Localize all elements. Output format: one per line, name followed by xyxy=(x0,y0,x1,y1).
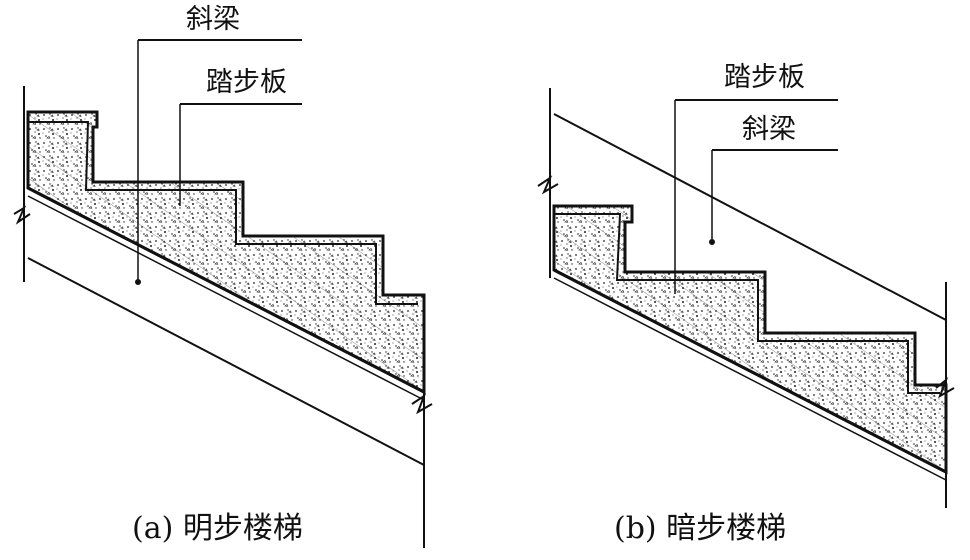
figure-a-beam-label: 斜梁 xyxy=(186,4,240,35)
figure-b-slab-underside xyxy=(553,268,947,474)
figure-b-beam-top xyxy=(553,113,947,321)
figure-a-right-break-mark xyxy=(411,393,433,415)
figure-b-hidden-stair xyxy=(537,88,955,508)
figure-b-finish-line xyxy=(554,213,940,394)
figure-b-beam-label: 斜梁 xyxy=(742,114,796,145)
figure-a-slab-underside xyxy=(27,186,425,394)
figure-a-tread-label: 踏步板 xyxy=(206,67,287,98)
figure-a-open-stair xyxy=(13,39,433,548)
figure-a-left-break-mark xyxy=(13,205,31,225)
figure-b-right-break-mark xyxy=(935,376,955,399)
figure-a-caption: (a) 明步楼梯 xyxy=(132,511,303,546)
figure-b-tread-label: 踏步板 xyxy=(724,62,805,93)
figure-b-caption: (b) 暗步楼梯 xyxy=(614,511,787,546)
figure-b-left-break-mark xyxy=(537,175,559,195)
figure-a-beam-bottom xyxy=(27,257,425,466)
figure-a-finish-line xyxy=(28,121,418,305)
